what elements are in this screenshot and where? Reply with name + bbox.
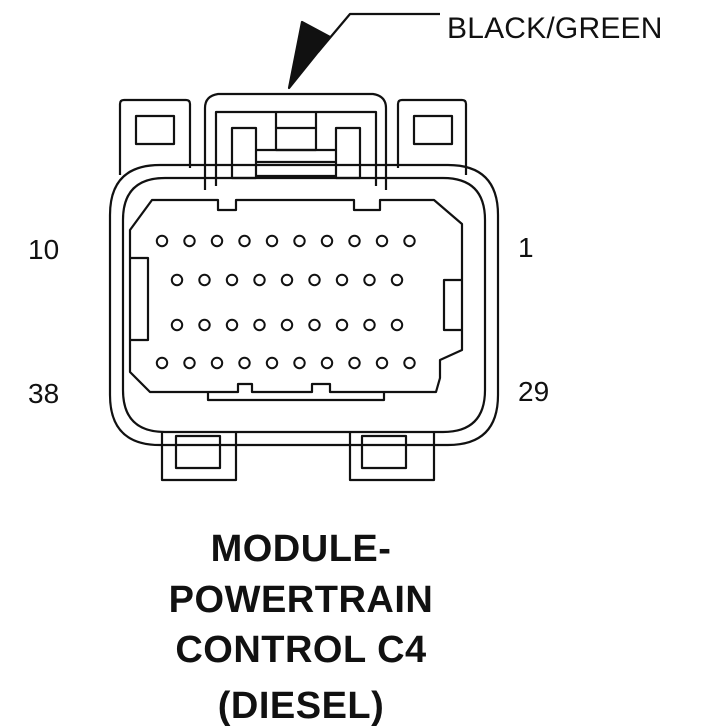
- pin-hole: [293, 234, 306, 248]
- pin-hole: [238, 356, 251, 370]
- left-key: [130, 256, 150, 342]
- pin-hole: [335, 318, 349, 332]
- pin-hole: [170, 318, 184, 332]
- pin-hole: [225, 273, 239, 287]
- pin-hole: [210, 234, 224, 248]
- wire-leader-arrow: [287, 12, 440, 90]
- pin-face: [128, 198, 464, 394]
- right-key: [442, 278, 462, 332]
- pin-hole: [280, 273, 294, 287]
- pin-hole: [210, 356, 224, 370]
- pin-hole: [320, 356, 334, 370]
- bottom-right-tab: [348, 432, 436, 482]
- pin-holes: [155, 234, 416, 370]
- pin-hole: [265, 356, 279, 370]
- pin-hole: [280, 318, 294, 332]
- pin-hole: [348, 234, 361, 248]
- pin-label-top-right: 1: [518, 232, 534, 263]
- pin-hole: [265, 234, 279, 248]
- pin-hole: [363, 318, 376, 332]
- pin-hole: [403, 356, 416, 370]
- title-line-3: CONTROL C4: [175, 629, 427, 671]
- pin-hole: [253, 273, 266, 287]
- bottom-left-tab: [160, 432, 238, 482]
- connector-outer-shell: [108, 163, 500, 447]
- pin-hole: [403, 234, 416, 248]
- pin-hole: [225, 318, 239, 332]
- pin-hole: [390, 318, 404, 332]
- pin-hole: [390, 273, 404, 287]
- title-line-4: (DIESEL): [217, 685, 385, 727]
- pin-hole: [335, 273, 349, 287]
- pin-hole: [308, 273, 321, 287]
- pin-label-bottom-left: 38: [28, 378, 60, 409]
- pin-hole: [363, 273, 376, 287]
- pin-hole: [375, 356, 389, 370]
- top-left-tab: [118, 98, 192, 175]
- pin-hole: [293, 356, 306, 370]
- pin-hole: [198, 318, 211, 332]
- pin-hole: [170, 273, 184, 287]
- pin-label-top-left: 10: [28, 234, 60, 265]
- connector-inner-shell: [121, 176, 487, 434]
- pin-hole: [253, 318, 266, 332]
- pin-hole: [238, 234, 251, 248]
- pin-hole: [155, 234, 169, 248]
- top-right-tab: [396, 98, 468, 175]
- pin-hole: [348, 356, 361, 370]
- wire-color-label: BLACK/GREEN: [447, 12, 663, 45]
- bottom-key: [206, 392, 386, 402]
- pin-hole: [320, 234, 334, 248]
- pin-hole: [308, 318, 321, 332]
- pin-hole: [375, 234, 389, 248]
- pin-hole: [198, 273, 211, 287]
- title-line-1: MODULE-: [210, 528, 392, 570]
- title-line-2: POWERTRAIN: [168, 579, 434, 621]
- pin-hole: [183, 356, 196, 370]
- top-latch: [203, 92, 388, 190]
- pin-hole: [183, 234, 196, 248]
- pin-label-bottom-right: 29: [518, 376, 550, 407]
- pin-hole: [155, 356, 169, 370]
